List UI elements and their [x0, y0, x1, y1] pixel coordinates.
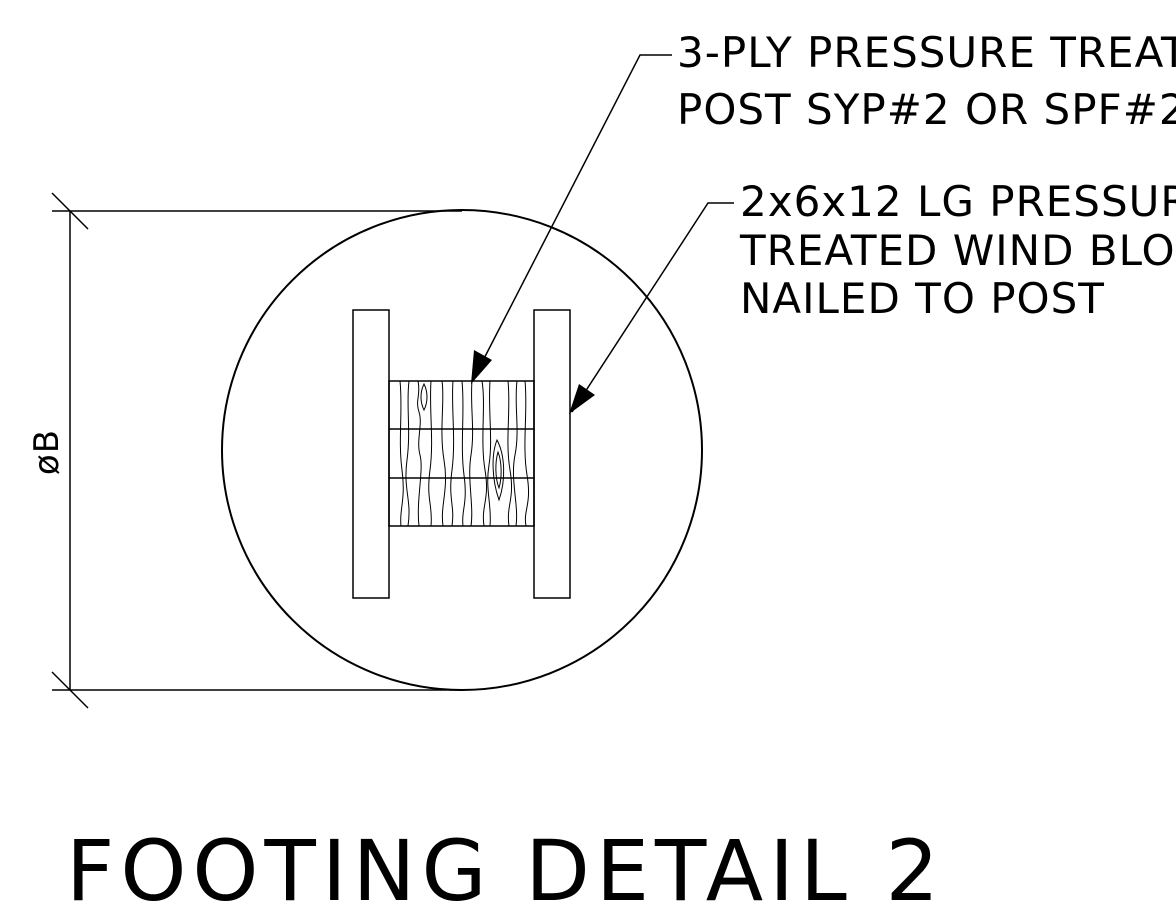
three-ply-post [388, 380, 535, 527]
dimension-tick-bottom [51, 671, 89, 709]
footing-circle [221, 209, 703, 691]
wind-block-left [352, 309, 390, 599]
dimension-tick-top [51, 192, 89, 230]
leader-post [471, 54, 672, 384]
drawing-title: FOOTING DETAIL 2 [66, 822, 945, 920]
wind-block-label-line-2: TREATED WIND BLOCKS [739, 226, 1176, 275]
wind-block-label-line-3: NAILED TO POST [740, 274, 1105, 323]
post-label-line-1: 3-PLY PRESSURE TREATED [677, 28, 1176, 77]
post-label-line-2: POST SYP#2 OR SPF#2 [677, 85, 1176, 134]
leader-wind-blocks [569, 202, 734, 414]
post-outline [388, 380, 535, 527]
wood-grain [399, 380, 530, 527]
wind-block-label-line-1: 2x6x12 LG PRESSURE [740, 177, 1176, 226]
dimension-label: øB [27, 429, 67, 475]
wind-block-right [533, 309, 571, 599]
